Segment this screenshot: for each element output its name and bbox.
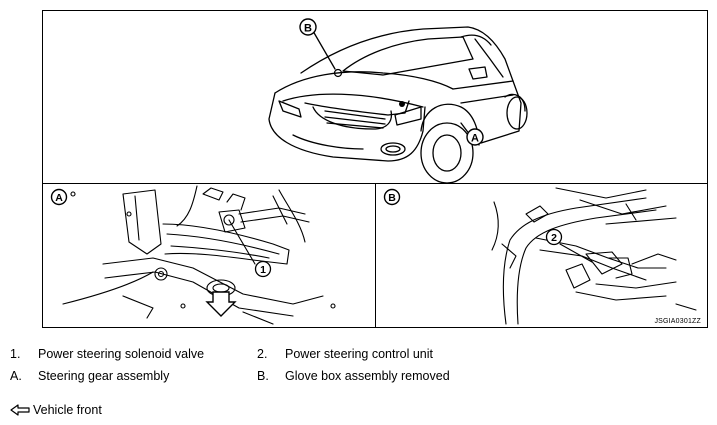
vehicle-front-arrow-icon	[10, 404, 30, 416]
legend-text: Power steering solenoid valve	[38, 347, 205, 361]
legend-text: Steering gear assembly	[38, 369, 170, 383]
vehicle-front-label: Vehicle front	[33, 403, 102, 417]
vehicle-front-note: Vehicle front	[10, 403, 102, 417]
panel-divider-vertical	[375, 183, 376, 327]
legend-key: B.	[257, 369, 269, 383]
callout-item-1: 1	[254, 260, 272, 278]
callout-b-overview: B	[299, 18, 317, 36]
legend-text: Glove box assembly removed	[285, 369, 450, 383]
vehicle-overview: B A	[268, 18, 528, 183]
callout-item-2: 2	[545, 228, 563, 246]
detail-panel-b: 2 B	[383, 187, 697, 325]
svg-text:B: B	[304, 23, 312, 35]
detail-panel-a: 1 A	[50, 185, 336, 325]
figure-id: JSGIA0301ZZ	[654, 318, 701, 325]
legend-key: 2.	[257, 347, 268, 361]
callout-a-panel: A	[50, 188, 68, 206]
svg-text:1: 1	[260, 264, 266, 276]
callout-a-overview: A	[466, 128, 484, 146]
legend-text: Power steering control unit	[285, 347, 433, 361]
service-illustration: B A	[42, 10, 708, 328]
legend-key: 1.	[10, 347, 21, 361]
svg-text:A: A	[55, 192, 63, 204]
svg-text:B: B	[388, 192, 396, 204]
svg-text:A: A	[471, 133, 479, 145]
svg-text:2: 2	[551, 232, 557, 244]
callout-b-panel: B	[383, 188, 401, 206]
legend-key: A.	[10, 369, 22, 383]
